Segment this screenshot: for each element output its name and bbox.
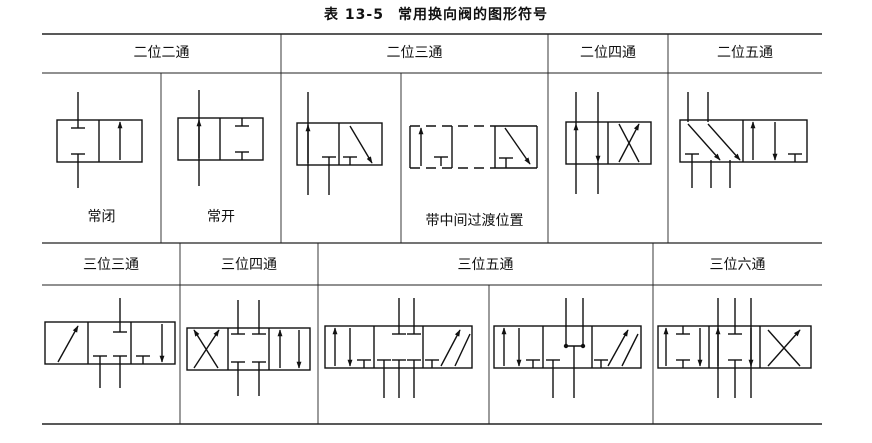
caption-normally-open: 常开 xyxy=(207,209,235,225)
header-two-pos-three-way: 二位三通 xyxy=(386,45,443,61)
valve-3-3-symbol xyxy=(44,298,176,388)
header-three-pos-four-way: 三位四通 xyxy=(221,257,277,273)
table-number: 表 13-5 xyxy=(324,7,384,23)
junction-dot xyxy=(563,343,569,349)
header-three-pos-six-way: 三位六通 xyxy=(709,257,766,273)
valve-3-4-symbol xyxy=(186,300,311,396)
valve-2-2-normally-open-symbol xyxy=(177,90,264,186)
valve-2-5-symbol xyxy=(679,92,808,188)
valve-2-3-symbol xyxy=(296,92,383,195)
table-grid-lines xyxy=(42,33,822,425)
header-three-pos-three-way: 三位三通 xyxy=(83,257,139,273)
header-two-pos-four-way: 二位四通 xyxy=(580,45,636,61)
caption-normally-closed: 常闭 xyxy=(87,209,116,225)
table-title: 常用换向阀的图形符号 xyxy=(397,7,548,23)
header-three-pos-five-way: 三位五通 xyxy=(457,257,514,273)
valve-2-4-symbol xyxy=(565,92,652,194)
valve-3-6-symbol xyxy=(657,298,812,398)
header-two-pos-five-way: 二位五通 xyxy=(717,45,773,61)
table-caption: 表 13-5 常用换向阀的图形符号 xyxy=(0,4,872,26)
junction-dot xyxy=(580,343,586,349)
valve-2-3-transition-symbol xyxy=(409,125,538,169)
valve-3-5-symbol-a xyxy=(324,298,473,398)
valve-2-2-normally-closed-symbol xyxy=(56,92,143,188)
header-two-pos-two-way: 二位二通 xyxy=(133,45,190,61)
caption-with-transition: 带中间过渡位置 xyxy=(425,213,524,229)
valve-3-5-symbol-b xyxy=(493,298,642,398)
